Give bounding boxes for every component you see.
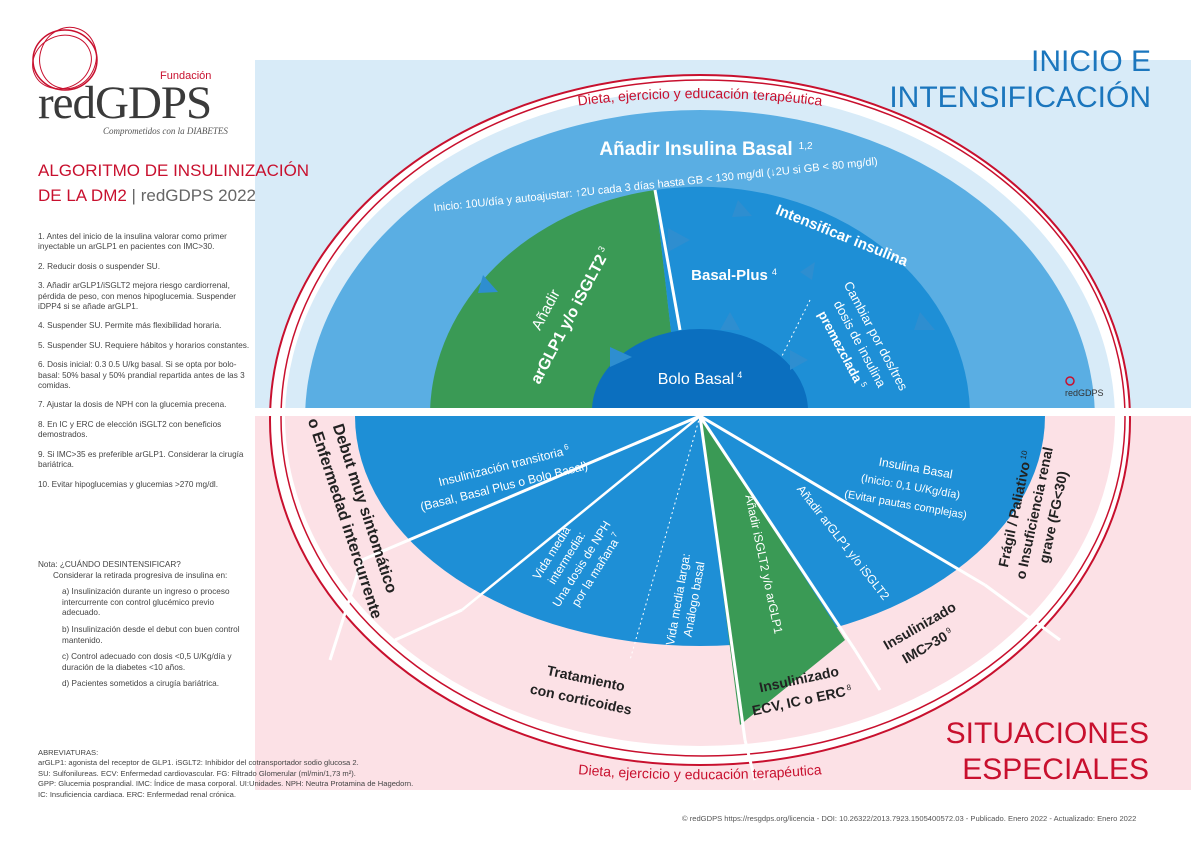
desintensify-item: d) Pacientes sometidos a cirugía bariátr… [62, 679, 220, 689]
logo-tagline: Comprometidos con la DIABETES [103, 126, 228, 136]
document-title: ALGORITMO DE INSULINIZACIÓN DE LA DM2 | … [38, 158, 328, 208]
outer-ring-2 [280, 79, 1126, 757]
abbreviation-line: SU: Sulfonilureas. ECV: Enfermedad cardi… [38, 768, 356, 778]
desintensify-item: a) Insulinización durante un ingreso o p… [62, 587, 230, 618]
desintensify-title: Nota: ¿CUÁNDO DESINTENSIFICAR? [38, 560, 181, 569]
abbreviation-line: arGLP1: agonista del receptor de GLP1. i… [38, 758, 359, 768]
note-item: 4. Suspender SU. Permite más flexibilida… [38, 321, 222, 331]
header-situaciones: SITUACIONES ESPECIALES [946, 716, 1149, 788]
abbreviations-title: ABREVIATURAS: [38, 748, 99, 757]
note-item: 5. Suspender SU. Requiere hábitos y hora… [38, 340, 250, 350]
desintensify-intro: Considerar la retirada progresiva de ins… [53, 570, 228, 580]
arrow-bolo-to-plus [720, 312, 740, 330]
arrow-glp-to-plus [668, 228, 690, 252]
small-logo: redGDPS [1065, 388, 1104, 398]
bottom-blue-sector [355, 416, 1045, 646]
sglt2-sector [700, 416, 845, 725]
header-inicio-line1: INICIO E [1030, 45, 1151, 78]
title-line-2: DE LA DM2 | redGDPS 2022 [38, 186, 256, 205]
arrow-basal-to-premix [914, 312, 935, 330]
note-item: 1. Antes del inicio de la insulina valor… [38, 232, 227, 252]
header-inicio: INICIO E INTENSIFICACIÓN [889, 44, 1151, 116]
note-item: 8. En IC y ERC de elección iSGLT2 con be… [38, 419, 222, 440]
title-line-1: ALGORITMO DE INSULINIZACIÓN [38, 161, 310, 180]
logo-fundacion: Fundación [160, 70, 212, 82]
desintensify-item: c) Control adecuado con dosis <0,5 U/Kg/… [62, 652, 232, 672]
note-item: 9. Si IMC>35 es preferible arGLP1. Consi… [38, 449, 244, 470]
header-situaciones-line1: SITUACIONES [945, 717, 1149, 750]
note-item: 6. Dosis inicial: 0.3 0.5 U/kg basal. Si… [38, 360, 245, 391]
notes-list: 1. Antes del inicio de la insulina valor… [38, 232, 253, 499]
arrow-bolo-to-premix [790, 350, 808, 370]
note-item: 2. Reducir dosis o suspender SU. [38, 261, 160, 271]
abbreviations: ABREVIATURAS: arGLP1: agonista del recep… [38, 748, 438, 800]
abbreviation-line: GPP: Glucemia posprandial. IMC: Índice d… [38, 779, 414, 789]
desintensify-item: b) Insulinización desde el debut con bue… [62, 624, 240, 645]
outer-ring-1 [269, 74, 1131, 766]
small-logo-icon [1065, 376, 1075, 386]
desintensify-note: Nota: ¿CUÁNDO DESINTENSIFICAR? Considera… [38, 560, 253, 690]
logo-name: redGDPS [38, 77, 212, 129]
diet-text-top: Dieta, ejercicio y educación terapéutica [577, 85, 824, 109]
header-situaciones-line2: ESPECIALES [962, 753, 1149, 786]
header-inicio-line2: INTENSIFICACIÓN [889, 81, 1151, 114]
flow-arrows [478, 200, 935, 370]
bolo-sector [592, 329, 808, 411]
note-item: 7. Ajustar la dosis de NPH con la glucem… [38, 400, 227, 410]
arrow-basal-to-intensify [732, 200, 752, 217]
note-item: 10. Evitar hipoglucemias y glucemias >27… [38, 479, 218, 489]
diet-text-bottom: Dieta, ejercicio y educación terapéutica [578, 761, 823, 782]
note-item: 3. Añadir arGLP1/iSGLT2 mejora riesgo ca… [38, 281, 236, 312]
abbreviation-line: IC: Insuficiencia cardiaca. ERC: Enferme… [38, 789, 236, 799]
arrow-premix-to-plus [800, 262, 815, 280]
footer-credit: © redGDPS https://resgdps.org/licencia -… [682, 814, 1137, 823]
arrow-basal-to-glp [478, 275, 498, 293]
arrow-glp-to-bolo [610, 347, 632, 367]
